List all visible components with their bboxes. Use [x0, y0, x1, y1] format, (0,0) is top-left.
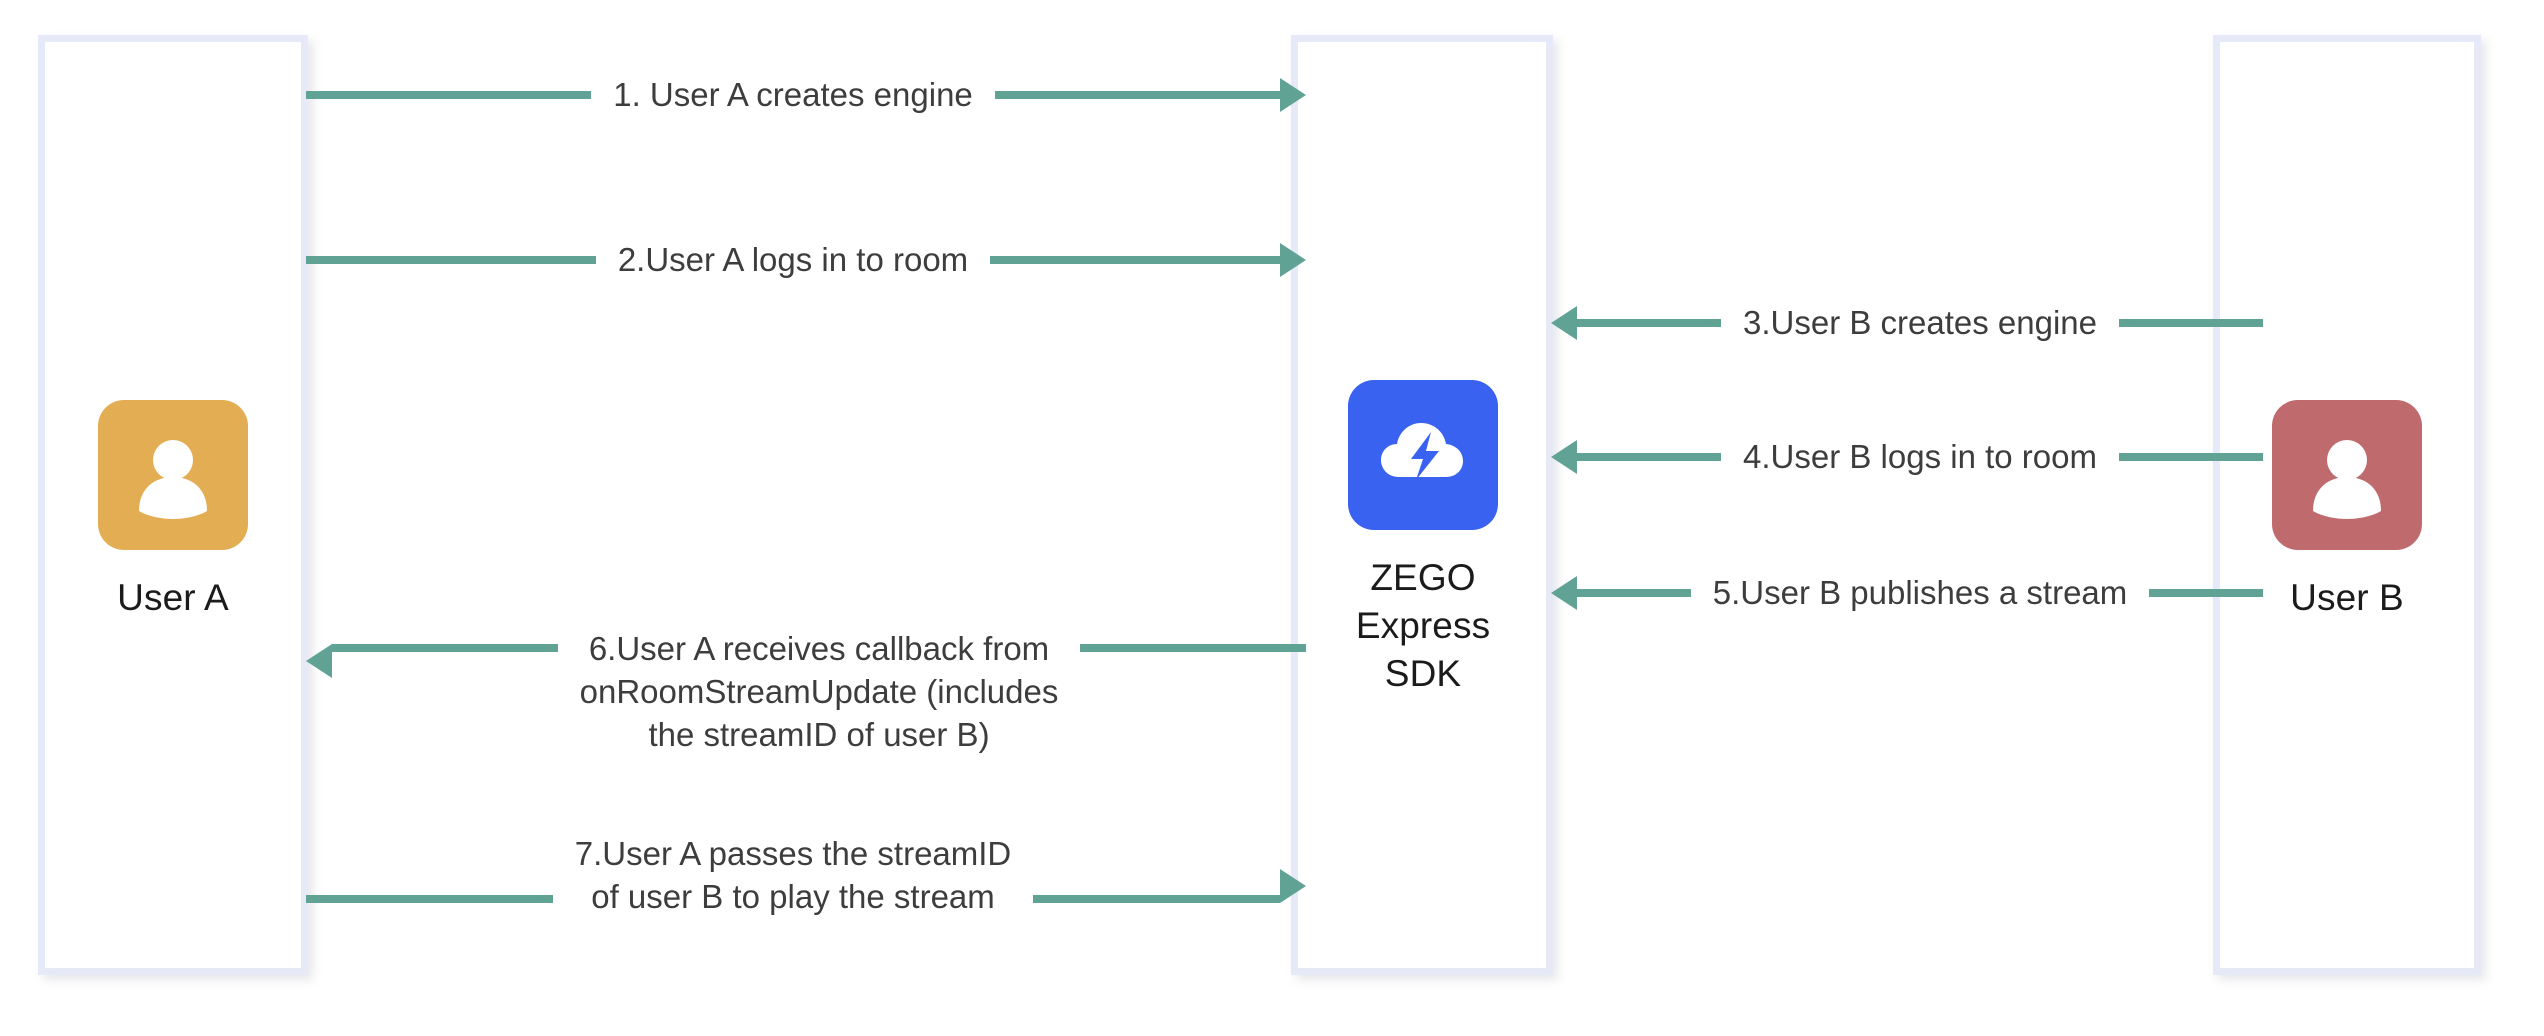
arrow-line	[1080, 644, 1306, 652]
user-b-avatar	[2272, 400, 2422, 550]
arrow-head-right-icon	[1280, 243, 1306, 278]
message-arrow-3: 3.User B creates engine	[1551, 302, 2263, 345]
arrow-line	[990, 256, 1280, 265]
message-label-1: 1. User A creates engine	[613, 76, 973, 113]
person-avatar-icon	[125, 427, 221, 523]
message-arrow-2: 2.User A logs in to room	[306, 239, 1306, 282]
message-arrow-6: 6.User A receives callback from onRoomSt…	[306, 628, 1306, 757]
message-label-3: 3.User B creates engine	[1742, 304, 2098, 341]
message-arrow-7: 7.User A passes the streamID of user B t…	[306, 833, 1306, 919]
arrow-line	[306, 91, 592, 100]
arrow-line	[332, 644, 558, 652]
node-label-user-b: User B	[2290, 577, 2404, 618]
arrow-line	[2119, 319, 2263, 328]
arrow-line	[1577, 453, 1722, 462]
node-zego-express-sdk: ZEGO Express SDK	[1348, 380, 1498, 698]
message-label-5: 5.User B publishes a stream	[1712, 574, 2128, 611]
arrow-head-left-icon	[1551, 576, 1577, 611]
arrow-line	[994, 91, 1280, 100]
message-label-2: 2.User A logs in to room	[617, 241, 969, 278]
arrow-line	[306, 894, 553, 903]
zego-logo-tile	[1348, 380, 1498, 530]
user-a-avatar	[98, 400, 248, 550]
arrow-head-left-icon	[1551, 306, 1577, 341]
person-avatar-icon	[2299, 427, 2395, 523]
message-label-6: 6.User A receives callback from onRoomSt…	[579, 630, 1059, 753]
arrow-head-right-icon	[1280, 78, 1306, 113]
arrow-line	[1033, 894, 1280, 903]
node-user-a: User A	[98, 400, 248, 622]
message-label-7: 7.User A passes the streamID of user B t…	[574, 835, 1012, 915]
node-label-user-a: User A	[117, 577, 229, 618]
zego-cloud-lightning-logo	[1369, 401, 1477, 509]
node-label-zego-express-sdk: ZEGO Express SDK	[1355, 557, 1491, 695]
arrow-line	[1577, 319, 1721, 328]
message-arrow-5: 5.User B publishes a stream	[1551, 572, 2264, 615]
arrow-line	[2119, 453, 2264, 462]
message-label-4: 4.User B logs in to room	[1743, 438, 2097, 475]
arrow-line	[1577, 589, 1691, 598]
arrow-head-left-icon	[1551, 440, 1577, 475]
message-arrow-4: 4.User B logs in to room	[1551, 436, 2264, 479]
arrow-line	[306, 256, 596, 265]
node-user-b: User B	[2272, 400, 2422, 622]
message-arrow-1: 1. User A creates engine	[306, 74, 1306, 117]
arrow-line	[2149, 589, 2264, 598]
arrow-head-left-icon	[306, 644, 332, 678]
arrow-head-right-icon	[1280, 868, 1306, 903]
